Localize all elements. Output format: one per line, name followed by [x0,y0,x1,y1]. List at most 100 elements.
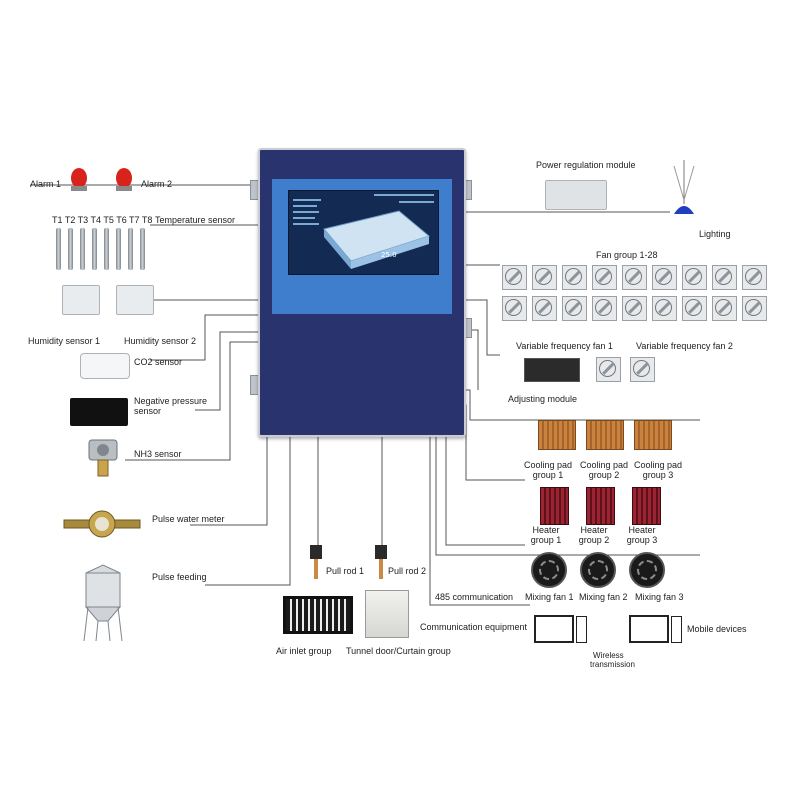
mixing-fan-2-label: Mixing fan 2 [579,592,628,602]
heater-2-label-1: Heater [580,525,608,535]
humidity-sensor-icon [116,285,154,315]
wireless-label-2: transmission [590,660,635,669]
exhaust-fan-icon [532,265,557,290]
lighting-label: Lighting [699,229,731,239]
humidity-sensor-1-label: Humidity sensor 1 [28,336,101,346]
temperature-probe-icon [80,228,85,270]
temperature-probe-icon [104,228,109,270]
exhaust-fan-icon [502,296,527,321]
fan-group-label: Fan group 1-28 [596,250,658,260]
heater-3-label-2: group 3 [626,535,658,545]
pressure-sensor-icon [70,398,128,426]
cooling-pad-icon [634,420,672,450]
air-inlet-icon [283,596,353,634]
negative-pressure-label-2: sensor [134,406,162,416]
heater-icon [586,487,615,525]
temperature-probe-icon [128,228,133,270]
feed-silo-icon [83,564,123,642]
exhaust-fan-icon [742,296,767,321]
alarm1-label: Alarm 1 [30,179,62,189]
temperature-probe-icon [56,228,61,270]
screen-dashboard: 25.0 [288,190,439,275]
heater-2-label-2: group 2 [578,535,610,545]
screen-temperature-readout: 25.0 [381,251,397,259]
exhaust-fan-icon [502,265,527,290]
power-regulation-label: Power regulation module [536,160,636,170]
exhaust-fan-icon [562,296,587,321]
tunnel-door-icon [365,590,409,638]
exhaust-fan-icon [532,296,557,321]
cooling-pad-2-label-2: group 2 [588,470,620,480]
temperature-probe-icon [116,228,121,270]
adjusting-module-label: Adjusting module [508,394,578,404]
pull-rod-icon [310,545,322,579]
exhaust-fan-icon [652,265,677,290]
water-meter-icon [63,510,141,538]
nh3-sensor-label: NH3 sensor [134,449,182,459]
mixing-fan-1-label: Mixing fan 1 [525,592,574,602]
exhaust-fan-icon [682,265,707,290]
air-inlet-group-label: Air inlet group [276,646,332,656]
tunnel-door-label: Tunnel door/Curtain group [346,646,451,656]
humidity-sensor-2-label: Humidity sensor 2 [124,336,197,346]
temperature-probe-icon [140,228,145,270]
temperature-probe-icon [68,228,73,270]
exhaust-fan-icon [562,265,587,290]
cooling-pad-icon [586,420,624,450]
mixing-fan-icon [531,552,567,588]
variable-frequency-fan-icon [596,357,621,382]
mixing-fan-3-label: Mixing fan 3 [635,592,684,602]
alarm-light-icon [71,168,87,191]
temperature-sensor-label: Temperature sensor [155,215,236,225]
heater-icon [632,487,661,525]
wireless-label-1: Wireless [593,651,624,660]
cooling-pad-1-label-1: Cooling pad [523,460,573,470]
mixing-fan-icon [580,552,616,588]
controller-screen: 25.0 [272,179,452,314]
cooling-pad-1-label-2: group 1 [532,470,564,480]
exhaust-fan-icon [592,296,617,321]
exhaust-fan-icon [712,296,737,321]
temperature-sensor-ids: T1 T2 T3 T4 T5 T6 T7 T8 [52,215,153,225]
power-module-icon [545,180,607,210]
computer-icon [534,615,574,643]
adjusting-module-icon [524,358,580,382]
heater-1-label-1: Heater [532,525,560,535]
environment-controller: 25.0 [258,148,466,437]
alarm2-label: Alarm 2 [141,179,173,189]
temperature-probe-icon [92,228,97,270]
exhaust-fan-icon [712,265,737,290]
lamp-icon [673,160,695,214]
humidity-sensor-icon [62,285,100,315]
pull-rod-icon [375,545,387,579]
variable-frequency-fan-1-label: Variable frequency fan 1 [516,341,613,351]
exhaust-fan-icon [652,296,677,321]
co2-sensor-icon [80,353,130,379]
pull-rod-2-label: Pull rod 2 [388,566,427,576]
computer-tower-icon [671,616,682,643]
exhaust-fan-icon [622,265,647,290]
negative-pressure-label-1: Negative pressure [134,396,208,406]
mobile-device-icon [629,615,669,643]
cooling-pad-3-label-2: group 3 [642,470,674,480]
cooling-pad-icon [538,420,576,450]
heater-3-label-1: Heater [628,525,656,535]
nh3-sensor-icon [88,439,118,477]
variable-frequency-fan-icon [630,357,655,382]
mixing-fan-icon [629,552,665,588]
cooling-pad-2-label-1: Cooling pad [579,460,629,470]
cooling-pad-3-label-1: Cooling pad [633,460,683,470]
485-communication-label: 485 communication [435,592,514,602]
exhaust-fan-icon [742,265,767,290]
exhaust-fan-icon [622,296,647,321]
communication-equipment-label: Communication equipment [420,622,528,632]
heater-1-label-2: group 1 [530,535,562,545]
exhaust-fan-icon [682,296,707,321]
mobile-devices-label: Mobile devices [687,624,747,634]
pull-rod-1-label: Pull rod 1 [326,566,365,576]
variable-frequency-fan-2-label: Variable frequency fan 2 [636,341,733,351]
alarm-light-icon [116,168,132,191]
house-illustration-icon [293,194,434,269]
co2-sensor-label: CO2 sensor [134,357,183,367]
